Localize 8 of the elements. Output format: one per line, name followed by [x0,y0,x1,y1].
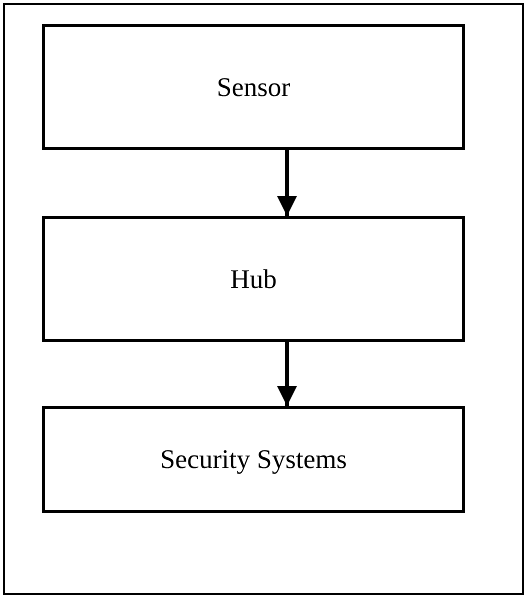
arrow [277,342,297,406]
box-label: Sensor [216,72,290,102]
process-box [42,406,465,513]
arrow [277,150,297,216]
box-label: Hub [230,264,277,294]
process-box [42,216,465,342]
box-label: Security Systems [160,444,347,475]
process-box [42,24,465,150]
